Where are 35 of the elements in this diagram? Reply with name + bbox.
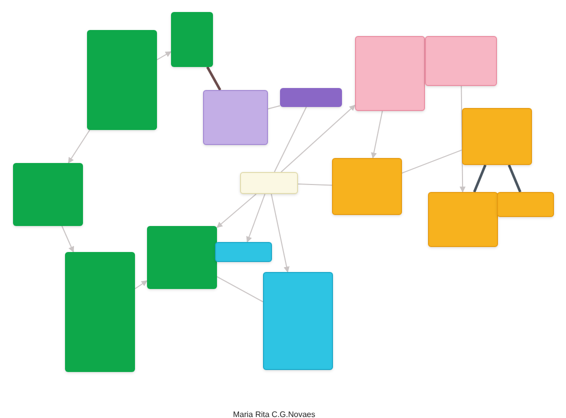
concept-box [65, 252, 135, 372]
concept-box [462, 108, 532, 165]
connector-line [61, 226, 74, 253]
concept-box [240, 172, 298, 194]
concept-box [13, 163, 83, 226]
connector-line [274, 106, 307, 172]
connector-line [298, 184, 332, 186]
concept-box [215, 242, 272, 262]
concept-box [497, 192, 554, 217]
connector-line [246, 194, 266, 243]
concept-box [355, 36, 425, 111]
connector-line [134, 280, 148, 290]
connector-line [68, 130, 90, 164]
connector-line [460, 86, 466, 193]
connector-line [156, 51, 172, 60]
concept-box [87, 30, 157, 130]
author-credit: Maria Rita C.G.Novaes [233, 410, 316, 418]
concept-box [171, 12, 213, 67]
connector-line [508, 164, 522, 192]
concept-box [147, 226, 217, 289]
connector-line [216, 276, 264, 302]
connector-line [206, 66, 222, 91]
connector-line [473, 164, 486, 192]
connector-line [280, 104, 356, 172]
connector-line [268, 105, 280, 110]
concept-box [428, 192, 498, 247]
concept-box [203, 90, 268, 145]
connector-line [402, 149, 462, 174]
concept-box [425, 36, 497, 86]
connector-line [270, 194, 290, 273]
concept-box [332, 158, 402, 215]
connector-line [370, 110, 383, 159]
concept-box [280, 88, 342, 107]
concept-box [263, 272, 333, 370]
connector-line [216, 194, 257, 228]
